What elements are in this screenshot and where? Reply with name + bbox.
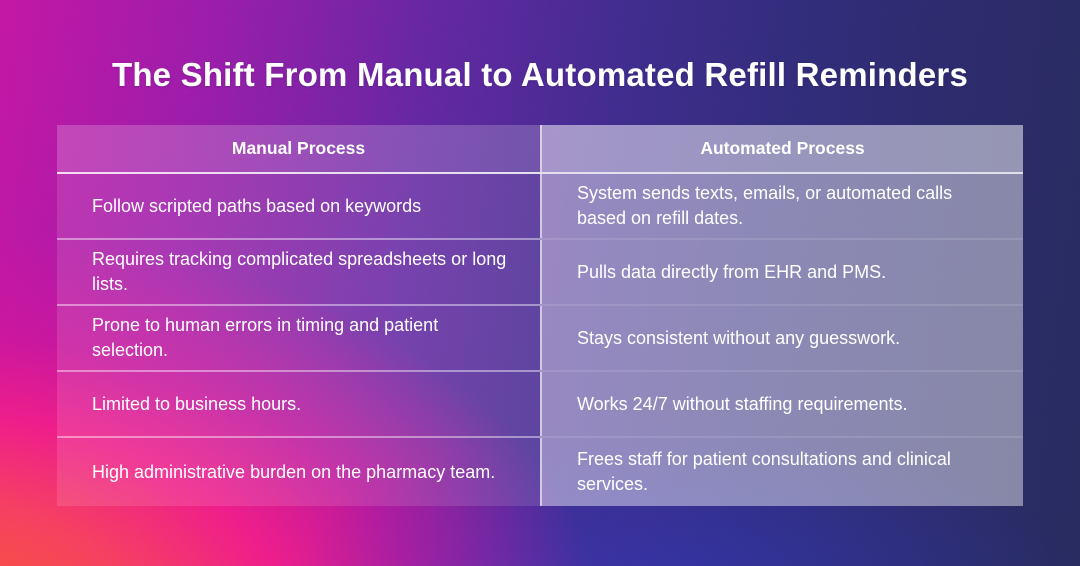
manual-process-cell: Follow scripted paths based on keywords <box>57 174 540 238</box>
automated-process-cell: Pulls data directly from EHR and PMS. <box>540 240 1023 304</box>
table-row: Prone to human errors in timing and pati… <box>57 306 1023 372</box>
manual-process-cell: Limited to business hours. <box>57 372 540 436</box>
table-row: Follow scripted paths based on keywords … <box>57 174 1023 240</box>
manual-process-cell: Prone to human errors in timing and pati… <box>57 306 540 370</box>
column-header-manual-process: Manual Process <box>57 125 540 172</box>
table-header-row: Manual Process Automated Process <box>57 125 1023 174</box>
table-row: Requires tracking complicated spreadshee… <box>57 240 1023 306</box>
manual-process-cell: Requires tracking complicated spreadshee… <box>57 240 540 304</box>
automated-process-cell: Frees staff for patient consultations an… <box>540 438 1023 506</box>
automated-process-cell: System sends texts, emails, or automated… <box>540 174 1023 238</box>
table-row: High administrative burden on the pharma… <box>57 438 1023 506</box>
automated-process-cell: Works 24/7 without staffing requirements… <box>540 372 1023 436</box>
page-title: The Shift From Manual to Automated Refil… <box>111 56 969 93</box>
table-row: Limited to business hours. Works 24/7 wi… <box>57 372 1023 438</box>
comparison-table: Manual Process Automated Process Follow … <box>57 125 1023 506</box>
column-header-automated-process: Automated Process <box>540 125 1023 172</box>
manual-process-cell: High administrative burden on the pharma… <box>57 438 540 506</box>
automated-process-cell: Stays consistent without any guesswork. <box>540 306 1023 370</box>
